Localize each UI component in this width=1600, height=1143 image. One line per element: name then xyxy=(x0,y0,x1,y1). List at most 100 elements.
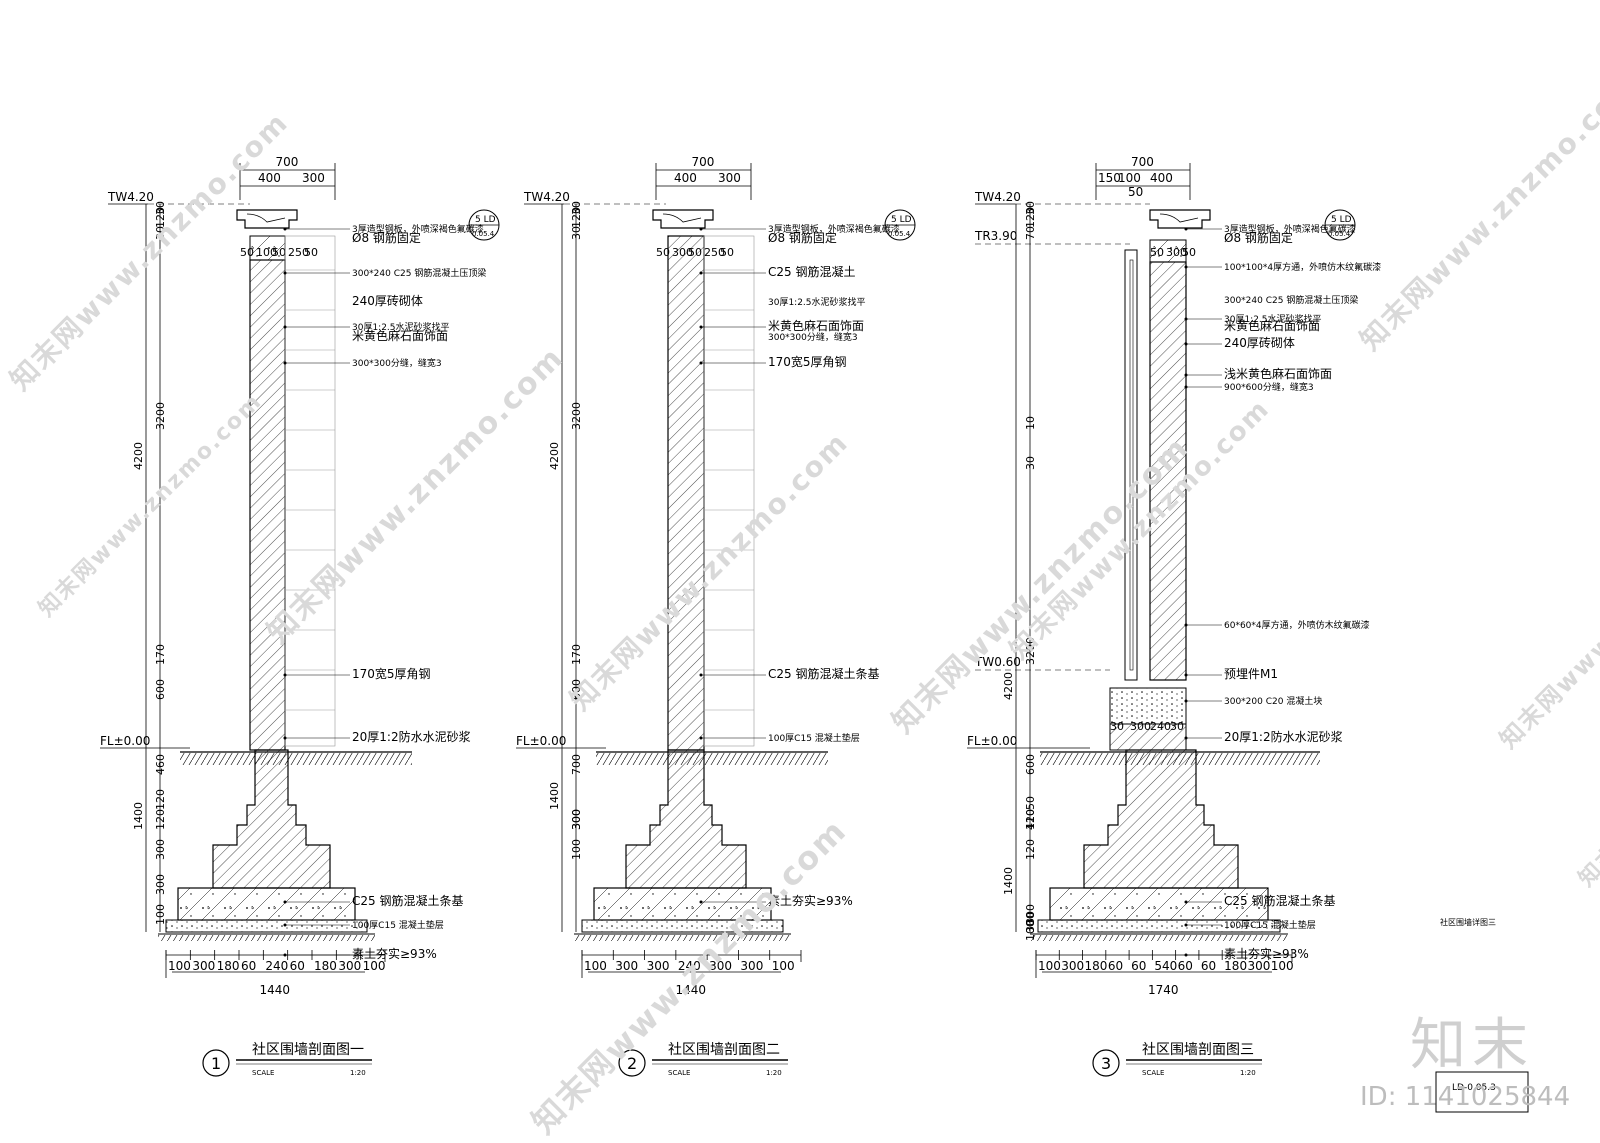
left-dim: 1400 xyxy=(1002,867,1015,895)
title-number-circle xyxy=(202,1049,230,1077)
bottom-dim: 60 xyxy=(1178,959,1193,973)
strip-footing xyxy=(1049,887,1269,921)
bottom-dim: 300 xyxy=(338,959,361,973)
left-dim: 50 xyxy=(1024,796,1037,810)
left-dim: 300 xyxy=(570,809,583,830)
left-dim: 120 xyxy=(1024,207,1037,228)
note: 3厚造型钢板，外喷深褐色氟碳漆 xyxy=(352,223,484,235)
cap-beam xyxy=(249,235,286,261)
ground xyxy=(180,751,412,765)
left-dim: 120 xyxy=(154,809,167,830)
note: 100厚C15 混凝土垫层 xyxy=(352,919,444,931)
note: 240厚砖砌体 xyxy=(352,293,423,308)
bottom-dim: 540 xyxy=(1154,959,1177,973)
note: C25 钢筋混凝土条基 xyxy=(1224,893,1335,908)
left-dim: 120 xyxy=(570,207,583,228)
dim-total: 700 xyxy=(276,155,299,169)
left-dim: 100 xyxy=(570,839,583,860)
compacted-soil xyxy=(1030,935,1288,941)
footing-dim: 30 xyxy=(1110,720,1124,733)
scale-label: SCALE xyxy=(1142,1069,1164,1077)
dim-total: 700 xyxy=(692,155,715,169)
note: 30厚1:2.5水泥砂浆找平 xyxy=(768,296,866,308)
note: 素土夯实≥93% xyxy=(1224,946,1309,961)
footing-dim: 240 xyxy=(1150,720,1171,733)
bottom-dim: 100 xyxy=(584,959,607,973)
bottom-dim: 240 xyxy=(678,959,701,973)
bottom-dim: 60 xyxy=(1131,959,1146,973)
bottom-dim: 240 xyxy=(265,959,288,973)
stamp-box xyxy=(1435,1071,1529,1113)
bottom-dim: 60 xyxy=(241,959,256,973)
bottom-total: 1440 xyxy=(676,983,707,997)
left-dim: 1400 xyxy=(132,802,145,830)
concrete-wall xyxy=(667,235,705,751)
bottom-dim: 60 xyxy=(1201,959,1216,973)
note: 300*240 C25 钢筋混凝土压顶梁 xyxy=(352,267,486,279)
left-dimensions: 3012030320042001706004601201201400300300… xyxy=(132,201,167,932)
tag-ref: 5 LD xyxy=(891,215,912,225)
cap-beam xyxy=(1149,239,1187,263)
level-low: TW0.60 xyxy=(974,655,1021,669)
title-text: 社区围墙剖面图二 xyxy=(668,1042,780,1058)
note: 20厚1:2防水水泥砂浆 xyxy=(352,729,471,744)
dim-a: 150 xyxy=(1098,171,1121,185)
footing-stem xyxy=(212,749,331,889)
note: 20厚1:2防水水泥砂浆 xyxy=(1224,729,1343,744)
brand-logo: 知末 xyxy=(1410,1013,1534,1078)
level-top: TW4.20 xyxy=(107,190,154,204)
tag-page: 0.05.4 xyxy=(888,230,911,238)
cap-dim: 50 xyxy=(720,246,734,259)
tag-page: 0.05.4 xyxy=(1328,230,1351,238)
left-dim: 4200 xyxy=(548,442,561,470)
wall-cap xyxy=(236,209,298,229)
note: 300*300分缝，缝宽3 xyxy=(768,331,858,343)
bottom-dim: 180 xyxy=(1224,959,1247,973)
level-floor: FL±0.00 xyxy=(516,734,566,748)
left-dim: 300 xyxy=(154,874,167,895)
strip-footing xyxy=(177,887,356,921)
bottom-dim: 300 xyxy=(1247,959,1270,973)
left-dim: 170 xyxy=(154,644,167,665)
note: 预埋件M1 xyxy=(1224,667,1278,681)
steel-tube-inner xyxy=(1129,259,1134,671)
note: 170宽5厚角钢 xyxy=(352,666,431,681)
bottom-dim: 180 xyxy=(1085,959,1108,973)
bottom-dim: 100 xyxy=(1038,959,1061,973)
note: 100厚C15 混凝土垫层 xyxy=(768,732,860,744)
cap-dim: 250 xyxy=(704,246,725,259)
note: 300*300分缝，缝宽3 xyxy=(352,357,442,369)
detail-tag: 5 LD0.05.4 xyxy=(1324,209,1356,241)
left-dim: 300 xyxy=(570,809,583,830)
bottom-dim: 100 xyxy=(168,959,191,973)
left-dim: 10 xyxy=(1024,416,1037,430)
dim-b: 300 xyxy=(718,171,741,185)
left-dim: 300 xyxy=(1024,904,1037,925)
note: 900*600分缝，缝宽3 xyxy=(1224,381,1314,393)
note: 60*60*4厚方通，外喷仿木纹氟碳漆 xyxy=(1224,619,1370,631)
left-dim: 4200 xyxy=(1002,672,1015,700)
strip-footing xyxy=(593,887,772,921)
footing-stem xyxy=(625,749,747,889)
bottom-dim: 300 xyxy=(740,959,763,973)
wall-cap xyxy=(1149,209,1211,229)
left-dim: 300 xyxy=(154,839,167,860)
left-dim: 30 xyxy=(1024,456,1037,470)
left-dim: 300 xyxy=(1024,912,1037,933)
bottom-dim: 300 xyxy=(615,959,638,973)
bottom-dim: 100 xyxy=(772,959,795,973)
wall-cap xyxy=(652,209,714,229)
left-dim: 100 xyxy=(1024,920,1037,941)
left-dim: 120 xyxy=(154,207,167,228)
